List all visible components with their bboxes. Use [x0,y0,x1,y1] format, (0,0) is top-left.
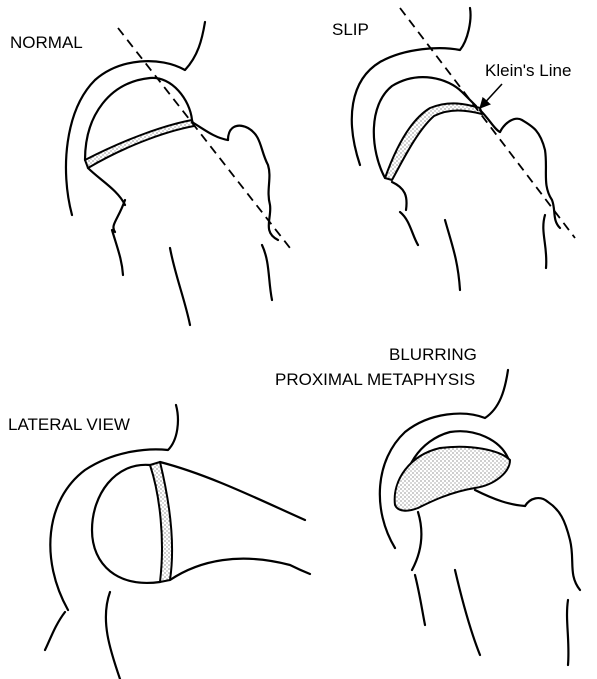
slip-greater-trochanter-outline [500,119,560,228]
kleins-line-arrow [480,84,502,108]
lateral-view-label: LATERAL VIEW [8,415,130,434]
blurring-panel: BLURRING PROXIMAL METAPHYSIS [275,345,580,665]
blurring-label-line2: PROXIMAL METAPHYSIS [275,370,475,389]
lateral-shaft-outline [45,592,120,679]
lateral-femoral-head-outline [92,465,160,583]
lateral-physis [150,462,172,582]
slip-panel: SLIP Klein's Line [332,8,575,290]
slip-femoral-neck-outline [480,110,500,132]
normal-panel: NORMAL [10,22,290,325]
blurring-label-line1: BLURRING [389,345,477,364]
normal-femoral-head-outline [85,78,192,160]
lateral-view-panel: LATERAL VIEW [8,405,310,679]
blurring-greater-trochanter-outline [525,498,580,590]
normal-label: NORMAL [10,33,83,52]
lateral-femoral-neck-outline [160,462,310,580]
slip-shaft-outline [392,182,546,290]
slip-label: SLIP [332,20,369,39]
slip-femoral-head-outline [374,77,476,178]
blurring-femoral-neck-outline [475,490,525,506]
blurring-shaft-outline [412,512,568,665]
normal-acetabulum-outline [66,22,205,215]
kleins-line-annotation: Klein's Line [485,61,571,80]
normal-physis [85,120,194,168]
blurring-metaphysis-region [395,447,510,511]
slip-physis [385,103,482,180]
normal-shaft-outline [112,200,272,325]
